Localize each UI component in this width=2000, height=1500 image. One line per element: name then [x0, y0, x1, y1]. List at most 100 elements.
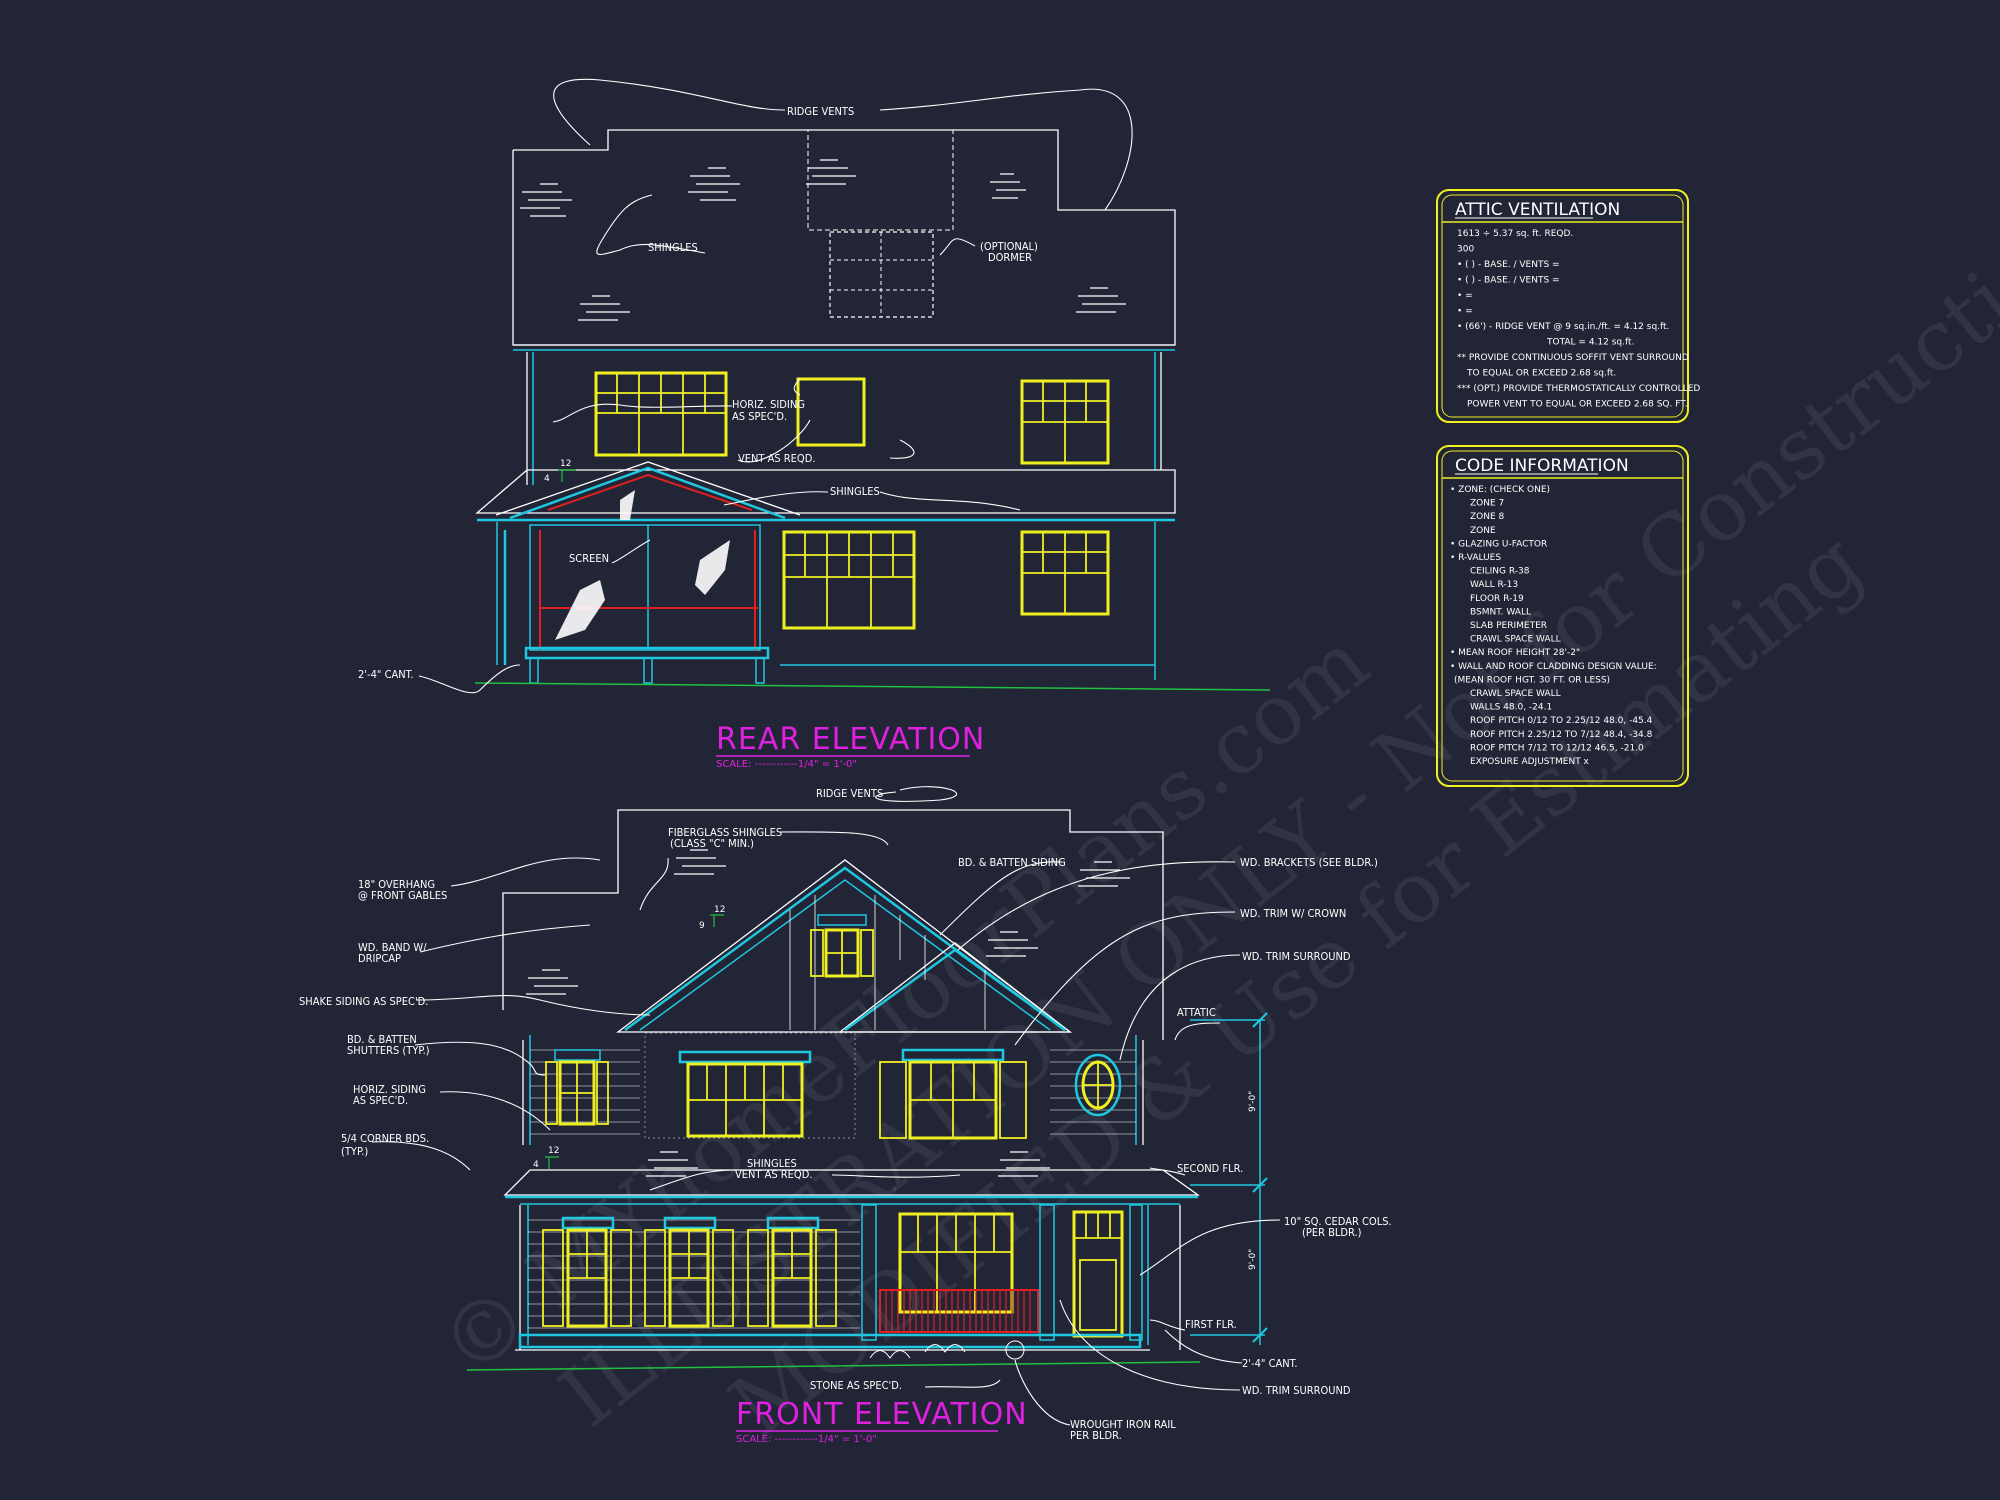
rear-horiz-siding-label-1: HORIZ. SIDING	[732, 398, 805, 411]
watermark: © MYhomeFloorPlans.com ILLUSTRATION ONLY…	[422, 188, 2000, 1456]
front-pitch-porch-rise: 12	[548, 1146, 559, 1156]
code-information-line: WALL R-13	[1470, 580, 1518, 590]
front-horiz-siding-label-2: AS SPEC'D.	[353, 1094, 408, 1107]
dim-lower-label: 9'-0"	[1248, 1249, 1258, 1270]
code-information-title: CODE INFORMATION	[1455, 456, 1629, 476]
stone-label: STONE AS SPEC'D.	[810, 1379, 902, 1392]
corner-bds-label-2: (TYP.)	[341, 1145, 368, 1158]
attic-ventilation-line: 1613 ÷ 5.37 sq. ft. REQD.	[1457, 229, 1573, 239]
code-information-line: ZONE 7	[1470, 499, 1504, 509]
code-information-line: (MEAN ROOF HGT. 30 FT. OR LESS)	[1454, 675, 1610, 685]
front-shingle-symbols	[526, 849, 1130, 1177]
wd-trim-surround-label-2: WD. TRIM SURROUND	[1242, 1384, 1351, 1397]
attic-ventilation-line: 300	[1457, 245, 1474, 255]
corner-bds-label-1: 5/4 CORNER BDS.	[341, 1132, 429, 1145]
rear-upper-windows	[594, 371, 1110, 465]
attic-ventilation-line: • =	[1457, 307, 1473, 317]
wd-band-label-2: DRIPCAP	[358, 952, 401, 965]
front-elevation-scale: SCALE: ------------1/4" = 1'-0"	[736, 1434, 877, 1445]
code-information-line: CEILING R-38	[1470, 567, 1530, 577]
bd-shutters-label-2: SHUTTERS (TYP.)	[347, 1044, 430, 1057]
code-information-line: BSMNT. WALL	[1470, 607, 1531, 617]
wd-trim-crown-label: WD. TRIM W/ CROWN	[1240, 907, 1346, 920]
rear-porch-shingles-label: SHINGLES	[830, 485, 880, 498]
rear-horiz-siding-label-2: AS SPEC'D.	[732, 410, 787, 423]
attic-ventilation-box: ATTIC VENTILATION 1613 ÷ 5.37 sq. ft. RE…	[1436, 189, 1700, 423]
code-information-line: ZONE 8	[1470, 512, 1505, 522]
overhang-label-1: 18" OVERHANG	[358, 878, 435, 891]
front-horiz-siding-lower	[528, 1219, 860, 1329]
front-ridge-vents-label: RIDGE VENTS	[816, 787, 883, 800]
screen-porch	[503, 490, 770, 684]
code-information-line: • WALL AND ROOF CLADDING DESIGN VALUE:	[1450, 662, 1657, 672]
rear-elevation-title: REAR ELEVATION	[716, 722, 985, 757]
rear-vent-label: VENT AS REQD.	[738, 452, 815, 465]
rear-pitch-rise: 12	[560, 459, 571, 469]
attic-ventilation-line: • (66') - RIDGE VENT @ 9 sq.in./ft. = 4.…	[1457, 322, 1669, 332]
rear-ridge-vents-label: RIDGE VENTS	[787, 105, 854, 118]
front-elevation: RIDGE VENTS FIBERGLASS SHINGLES (CLASS "…	[299, 786, 1392, 1445]
code-information-line: EXPOSURE ADJUSTMENT x	[1470, 757, 1590, 767]
rear-elevation: RIDGE VENTS SHINGLES (OPTIONAL) DORMER H…	[358, 78, 1271, 770]
floor-dimension-lines	[1190, 1012, 1268, 1345]
bd-shutters-label-1: BD. & BATTEN	[347, 1033, 417, 1046]
cedar-columns	[861, 1204, 1143, 1341]
front-elevation-title: FRONT ELEVATION	[736, 1397, 1028, 1432]
first-flr-label: FIRST FLR.	[1185, 1318, 1237, 1331]
attic-ventilation-line: POWER VENT TO EQUAL OR EXCEED 2.68 SQ. F…	[1467, 400, 1688, 410]
attic-ventilation-line: *** (OPT.) PROVIDE THERMOSTATICALLY CONT…	[1457, 384, 1700, 394]
code-information-line: ZONE	[1470, 526, 1496, 536]
bd-batten-siding-label: BD. & BATTEN SIDING	[958, 856, 1066, 869]
wd-band-label-1: WD. BAND W/	[358, 941, 427, 954]
optional-dormer	[807, 129, 954, 231]
attic-ventilation-line: • ( ) - BASE. / VENTS =	[1457, 276, 1560, 286]
rear-cant-label: 2'-4" CANT.	[358, 668, 414, 681]
rear-elevation-scale: SCALE: ------------1/4" = 1'-0"	[716, 759, 857, 770]
attic-ventilation-line: TOTAL = 4.12 sq.ft.	[1546, 338, 1634, 348]
front-lower-windows	[542, 1210, 1124, 1338]
rear-grade-line	[474, 682, 1271, 691]
iron-rail-label-2: PER BLDR.	[1070, 1429, 1122, 1442]
fiberglass-label-1: FIBERGLASS SHINGLES	[668, 826, 782, 839]
front-vent-label: VENT AS REQD.	[735, 1168, 812, 1181]
wrought-iron-rail	[879, 1289, 1039, 1333]
rear-porch-roof	[475, 469, 1176, 514]
optional-dormer-label-2: DORMER	[988, 251, 1032, 264]
front-pitch-porch-run: 4	[533, 1160, 539, 1170]
gable-window	[810, 914, 874, 978]
code-information-line: ROOF PITCH 2.25/12 TO 7/12 48.4, -34.8	[1470, 730, 1653, 740]
rear-pitch-run: 4	[544, 474, 550, 484]
code-information-line: • ZONE: (CHECK ONE)	[1450, 485, 1550, 495]
dim-upper-label: 9'-0"	[1248, 1091, 1258, 1112]
code-information-line: SLAB PERIMETER	[1470, 621, 1547, 631]
code-information-line: FLOOR R-19	[1470, 594, 1524, 604]
attic-ventilation-line: • ( ) - BASE. / VENTS =	[1457, 260, 1560, 270]
front-cant-label: 2'-4" CANT.	[1242, 1357, 1298, 1370]
code-information-line: ROOF PITCH 7/12 TO 12/12 46.5, -21.0	[1470, 743, 1644, 753]
stone-symbols	[869, 1340, 1025, 1360]
optional-dormer-label-1: (OPTIONAL)	[980, 240, 1038, 253]
code-information-line: • MEAN ROOF HEIGHT 28'-2"	[1450, 648, 1580, 658]
board-batten-siding	[789, 895, 986, 1030]
rear-roof	[512, 129, 1176, 346]
wd-brackets-label: WD. BRACKETS (SEE BLDR.)	[1240, 856, 1378, 869]
attic-label: ATTATIC	[1177, 1006, 1216, 1019]
front-pitch-main-rise: 12	[714, 905, 725, 915]
front-side-gable	[838, 942, 1072, 1033]
code-information-box: CODE INFORMATION • ZONE: (CHECK ONE) ZONE…	[1436, 445, 1689, 787]
front-main-roof	[502, 809, 1164, 1040]
shake-siding-label: SHAKE SIDING AS SPEC'D.	[299, 995, 428, 1008]
front-pitch-main-run: 9	[699, 921, 705, 931]
wd-trim-surround-label: WD. TRIM SURROUND	[1242, 950, 1351, 963]
code-information-line: • R-VALUES	[1450, 553, 1501, 563]
watermark-line-2: ILLUSTRATION ONLY - Not for Construction	[542, 188, 2000, 1446]
front-horiz-siding-label-1: HORIZ. SIDING	[353, 1083, 426, 1096]
code-information-line: CRAWL SPACE WALL	[1470, 635, 1561, 645]
code-information-line: CRAWL SPACE WALL	[1470, 689, 1561, 699]
iron-rail-label-1: WROUGHT IRON RAIL	[1070, 1418, 1176, 1431]
attic-ventilation-lines: 1613 ÷ 5.37 sq. ft. REQD. 300 • ( ) - BASE…	[1457, 229, 1700, 410]
fiberglass-label-2: (CLASS "C" MIN.)	[670, 837, 754, 850]
overhang-label-2: @ FRONT GABLES	[358, 889, 447, 902]
rear-leaders	[418, 78, 1133, 694]
